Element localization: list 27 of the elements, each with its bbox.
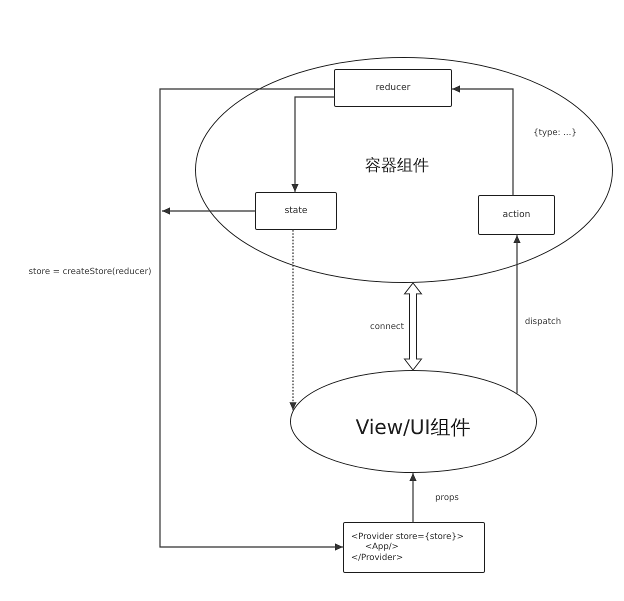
arrow xyxy=(162,207,255,215)
ellipse-node xyxy=(195,57,613,283)
arrow xyxy=(291,96,334,192)
arrow xyxy=(452,85,514,195)
process-box xyxy=(255,192,337,230)
edge-label: dispatch xyxy=(524,316,562,328)
box-label: reducer xyxy=(376,82,410,94)
box-label: action xyxy=(502,210,530,220)
double-arrow xyxy=(403,282,423,371)
box-label: state xyxy=(284,206,308,216)
edge-label: {type: ...} xyxy=(533,128,577,138)
code-line: <Provider store={store}> xyxy=(351,532,464,542)
process-box xyxy=(343,522,485,573)
edge-label: store = createStore(reducer) xyxy=(28,266,152,278)
ellipse-label: 容器组件 xyxy=(365,155,429,175)
ellipse-label: View/UI组件 xyxy=(356,415,470,439)
code-line: <App/> xyxy=(365,542,399,553)
arrow xyxy=(513,235,521,394)
arrow xyxy=(159,88,343,551)
edge-label: connect xyxy=(370,322,404,332)
arrow xyxy=(409,473,417,522)
dotted-arrow xyxy=(289,230,297,410)
process-box xyxy=(334,69,452,107)
ellipse-node xyxy=(290,370,537,473)
edge-label: props xyxy=(435,492,459,504)
process-box xyxy=(478,195,555,235)
code-line: </Provider> xyxy=(351,552,404,563)
